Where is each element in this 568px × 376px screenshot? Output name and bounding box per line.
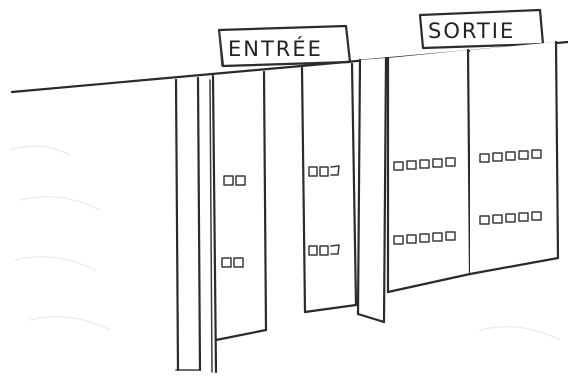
sortie-sign: SORTIE bbox=[420, 10, 543, 48]
entree-sign-text: ENTRÉE bbox=[228, 36, 323, 61]
left-open-door bbox=[176, 78, 200, 370]
entree-left-door bbox=[210, 72, 266, 372]
sortie-sign-text: SORTIE bbox=[428, 19, 515, 43]
sortie-left-panel bbox=[388, 50, 470, 292]
entree-sign: ENTRÉE bbox=[219, 26, 350, 66]
entree-right-door bbox=[302, 64, 356, 312]
middle-open-door bbox=[358, 58, 386, 322]
sortie-right-panel bbox=[470, 42, 558, 274]
